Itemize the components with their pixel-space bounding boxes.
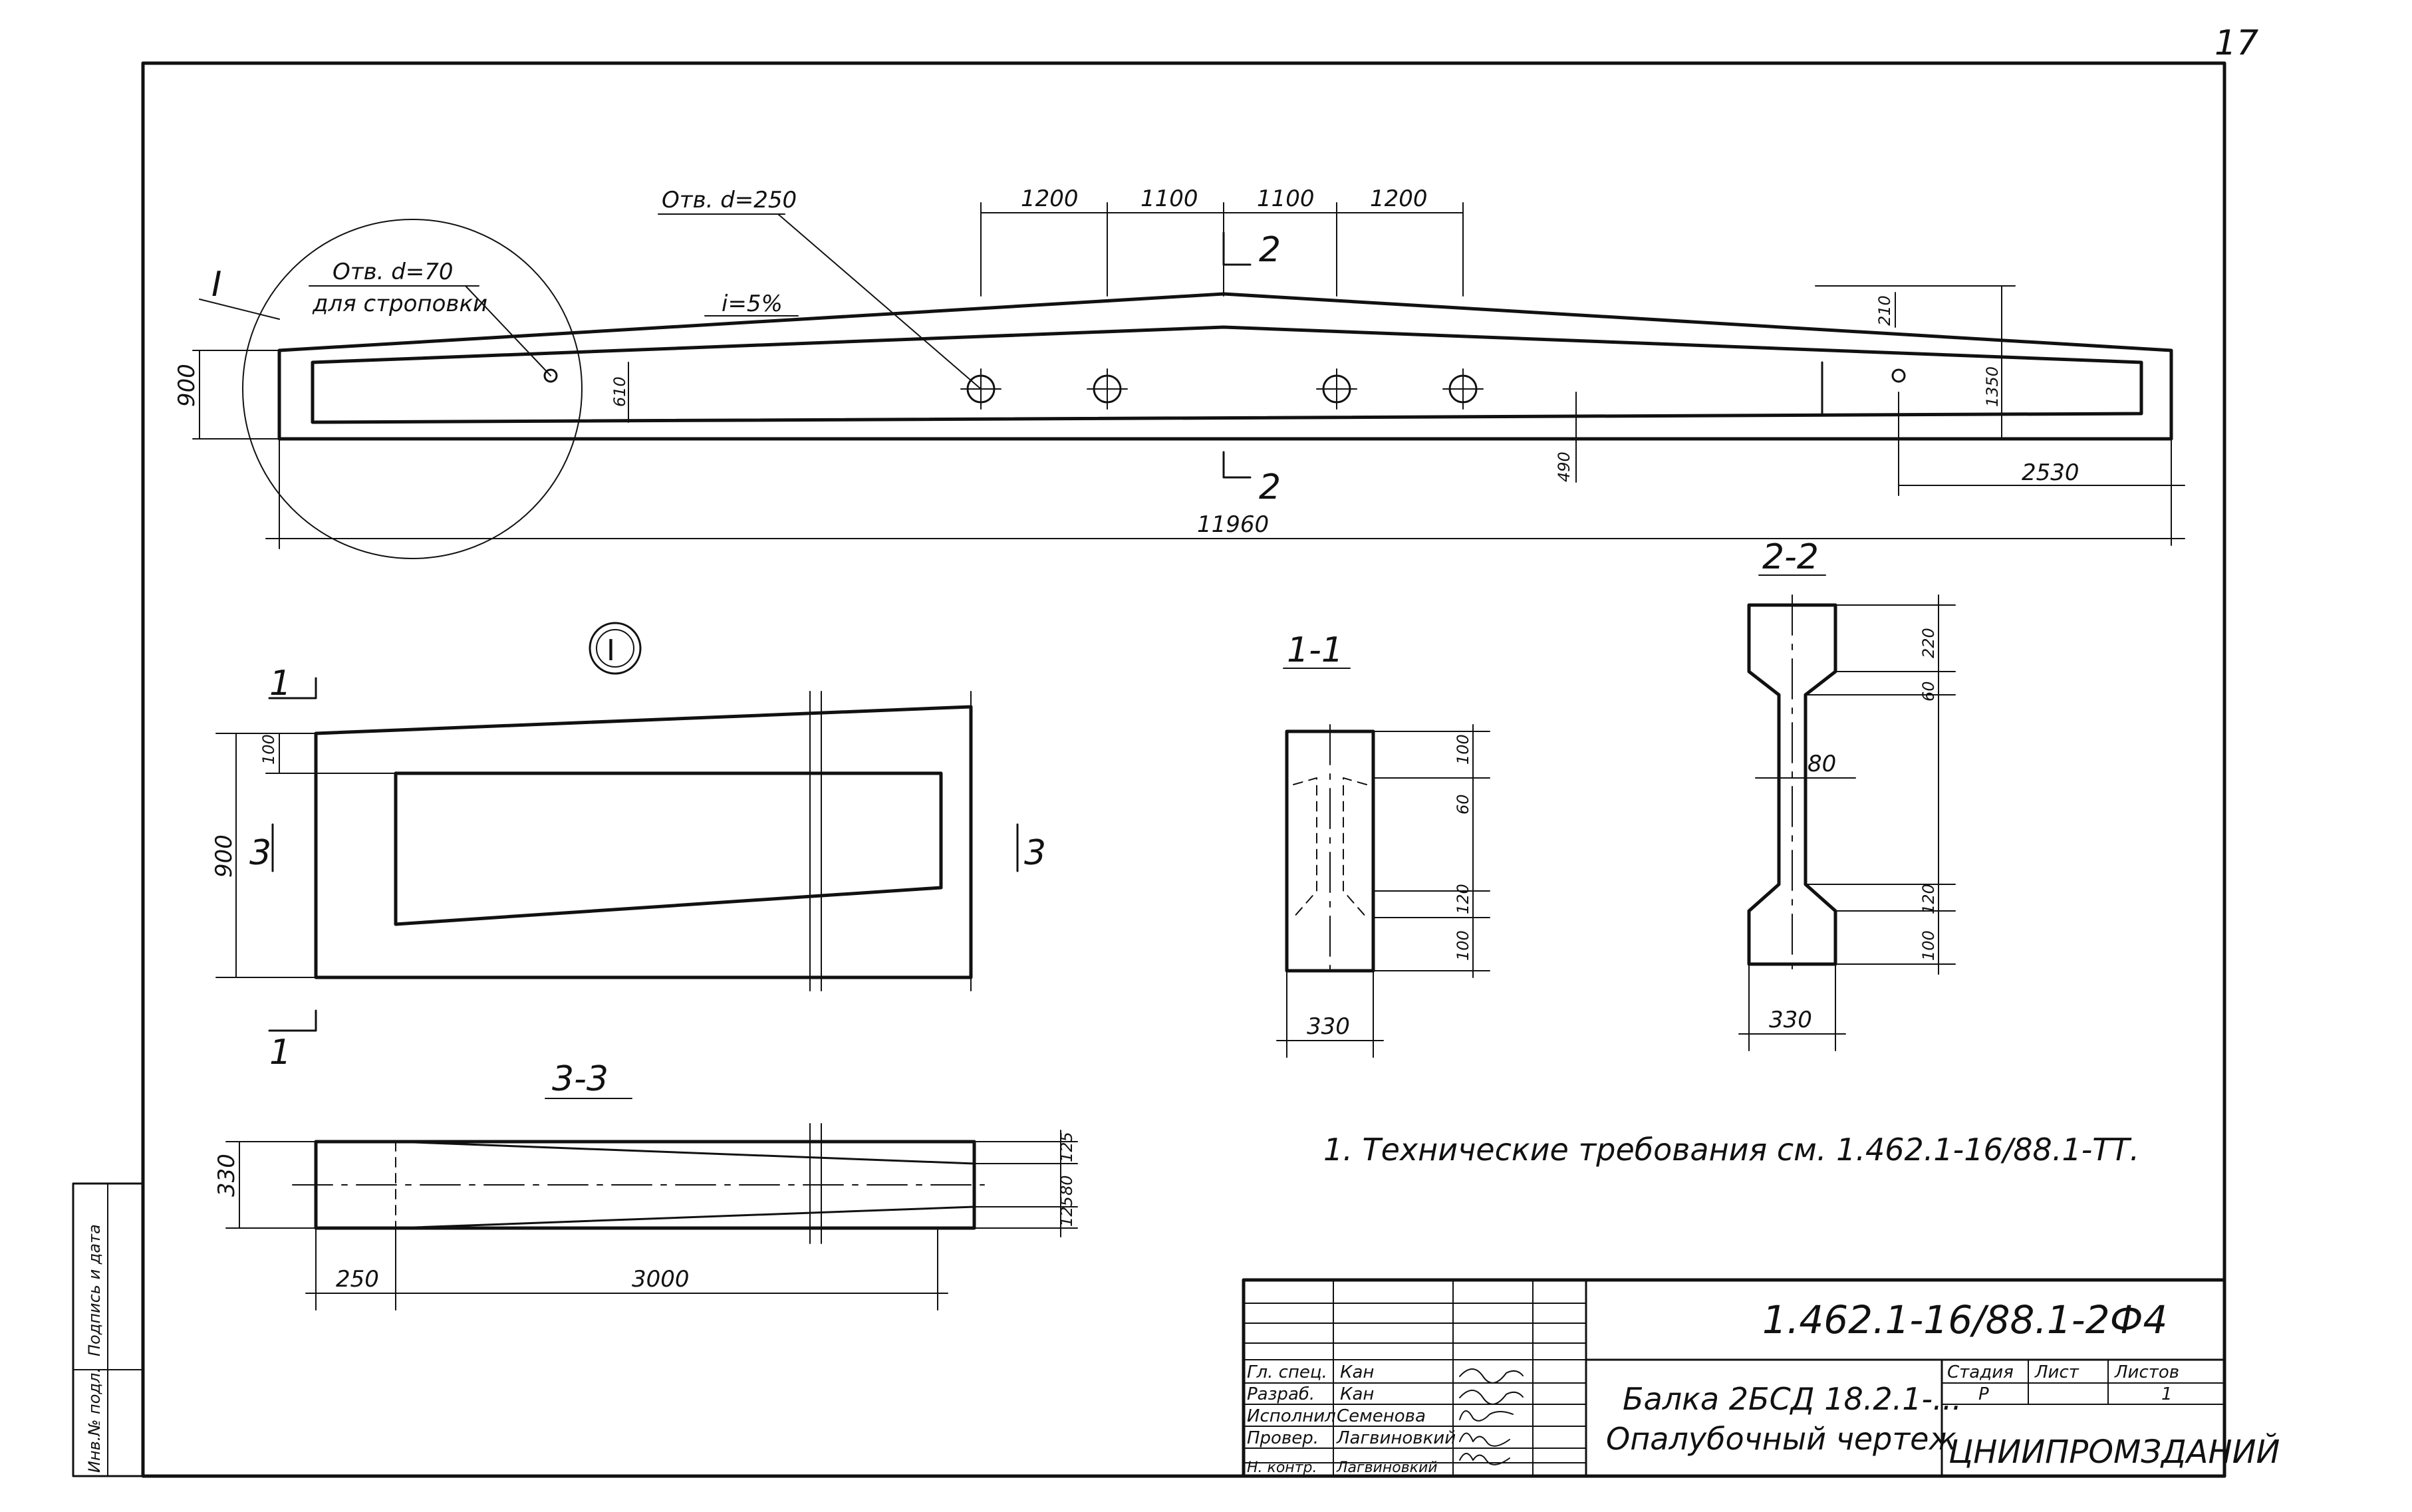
signature-3 xyxy=(1459,1432,1510,1447)
section-2-2-dim-width: 330 xyxy=(1769,1007,1812,1033)
detail-dim-height: 900 xyxy=(211,834,237,878)
bottom-web-line xyxy=(311,412,2143,424)
sheet-number: 17 xyxy=(2214,23,2258,63)
section-1-1-dim-width: 330 xyxy=(1307,1013,1350,1040)
title-stage: Р xyxy=(1978,1384,1989,1404)
section-2-2-dim-c: 120 xyxy=(1919,884,1938,914)
signature-4 xyxy=(1459,1453,1510,1465)
section-2-2: 2-2 220 60 120 100 80 330 xyxy=(1738,537,1956,1051)
detail-cut-3-right: 3 xyxy=(1024,833,1046,873)
section-3-3-dim-end: 250 xyxy=(336,1266,379,1293)
section-2-2-dim-b: 60 xyxy=(1919,681,1938,701)
section-1-1-dim-c: 120 xyxy=(1454,884,1472,914)
tb-name-2: Семенова xyxy=(1337,1406,1426,1426)
section-2-2-title: 2-2 xyxy=(1762,537,1819,577)
sheet-frame xyxy=(141,61,2226,1478)
section-1-1: 1-1 100 60 120 100 330 xyxy=(1276,630,1490,1058)
section-3-3-dim-a: 125 xyxy=(1057,1132,1076,1162)
section-1-1-title: 1-1 xyxy=(1287,630,1343,670)
detail-cut-1-bottom: 1 xyxy=(269,1033,291,1072)
detail-I: I 1 1 3 3 100 900 xyxy=(211,622,1046,1072)
title-block: 1.462.1-16/88.1-2Ф4 Балка 2БСД 18.2.1-..… xyxy=(1242,1278,2280,1478)
dim-end-height: 1350 xyxy=(1983,366,2002,407)
title-name-1: Балка 2БСД 18.2.1-... xyxy=(1623,1381,1962,1417)
lifting-hole-right xyxy=(1891,368,1906,383)
tb-name-3: Лагвиновкий xyxy=(1336,1428,1456,1448)
dim-total-length: 11960 xyxy=(1197,511,1269,538)
signature-1 xyxy=(1459,1390,1524,1405)
section-3-3-dim-width: 330 xyxy=(213,1154,240,1197)
detail-opening xyxy=(394,771,943,926)
beam-opening xyxy=(311,325,2143,424)
signature-0 xyxy=(1459,1368,1524,1384)
section-3-3-dim-b: 80 xyxy=(1057,1175,1076,1196)
tb-role-0: Гл. спец. xyxy=(1247,1362,1327,1382)
tb-role-1: Разраб. xyxy=(1247,1384,1315,1404)
slope-label: i=5% xyxy=(722,291,783,317)
title-stage-header: Стадия xyxy=(1947,1362,2014,1382)
section-3-3-dim-length: 3000 xyxy=(632,1266,690,1293)
hole-large-label: Отв. d=250 xyxy=(662,187,797,213)
tb-role-4: Н. контр. xyxy=(1247,1459,1317,1476)
note-1: 1. Технические требования см. 1.462.1-16… xyxy=(1323,1132,2139,1168)
dim-spacing-1: 1200 xyxy=(1021,186,1079,212)
tb-role-2: Исполнил xyxy=(1247,1406,1336,1426)
spacing-dimensions xyxy=(980,202,1464,297)
title-name-2: Опалубочный чертеж xyxy=(1606,1421,1956,1457)
title-organization: ЦНИИПРОМЗДАНИЙ xyxy=(1948,1433,2280,1471)
large-holes xyxy=(960,368,1484,410)
side-stamp: Инв.№ подл. Подпись и дата xyxy=(72,1182,144,1477)
section-3-3-title: 3-3 xyxy=(552,1059,608,1099)
detail-cut-3-left: 3 xyxy=(249,833,271,873)
tb-name-1: Кан xyxy=(1340,1384,1374,1404)
section-3-3-dim-c: 125 xyxy=(1057,1196,1076,1227)
side-stamp-sign: Подпись и дата xyxy=(85,1224,104,1356)
section-1-1-dim-a: 100 xyxy=(1454,734,1472,765)
detail-callout-tag: I xyxy=(211,265,221,305)
tb-name-4: Лагвиновкий xyxy=(1336,1459,1438,1476)
detail-callout-leader xyxy=(199,299,280,320)
detail-outline xyxy=(314,705,973,979)
dim-height: 900 xyxy=(174,364,200,407)
detail-title: I xyxy=(606,634,615,668)
dim-spacing-2: 1100 xyxy=(1140,186,1198,212)
cut-mark-2-bottom: 2 xyxy=(1259,467,1281,507)
side-stamp-inv: Инв.№ подл. xyxy=(85,1368,104,1473)
beam-elevation: I Отв. d=70 для строповки Отв. d=250 i=5… xyxy=(174,186,2185,559)
title-sheets: 1 xyxy=(2161,1384,2173,1404)
detail-callout-circle xyxy=(242,219,583,559)
section-3-3: 3-3 330 125 80 125 250 3000 xyxy=(213,1059,1078,1311)
dim-bottom: 490 xyxy=(1555,451,1573,482)
detail-dim-top: 100 xyxy=(259,734,278,765)
title-sheets-header: Листов xyxy=(2114,1362,2179,1382)
dim-end-length: 2530 xyxy=(2022,459,2079,486)
detail-cut-1-top: 1 xyxy=(269,664,291,703)
beam-outline xyxy=(277,292,2173,441)
cut-mark-2-top: 2 xyxy=(1259,230,1281,270)
lifting-hole-left xyxy=(543,368,558,383)
tb-name-0: Кан xyxy=(1340,1362,1374,1382)
title-sheet-header: Лист xyxy=(2034,1362,2079,1382)
dim-spacing-3: 1100 xyxy=(1257,186,1315,212)
tb-role-3: Провер. xyxy=(1247,1428,1319,1448)
section-1-1-dim-d: 100 xyxy=(1454,930,1472,961)
section-2-2-dim-a: 220 xyxy=(1919,628,1938,658)
dim-inner-height: 610 xyxy=(610,376,629,407)
section-1-1-dim-b: 60 xyxy=(1454,794,1472,815)
section-2-2-dim-web: 80 xyxy=(1808,751,1836,777)
title-code: 1.462.1-16/88.1-2Ф4 xyxy=(1762,1297,2167,1342)
dim-top-offset: 210 xyxy=(1875,295,1894,326)
hole-small-purpose: для строповки xyxy=(312,291,487,317)
signature-2 xyxy=(1459,1410,1514,1422)
section-2-2-dim-d: 100 xyxy=(1919,930,1938,961)
dim-spacing-4: 1200 xyxy=(1370,186,1428,212)
hole-small-label: Отв. d=70 xyxy=(333,259,454,285)
